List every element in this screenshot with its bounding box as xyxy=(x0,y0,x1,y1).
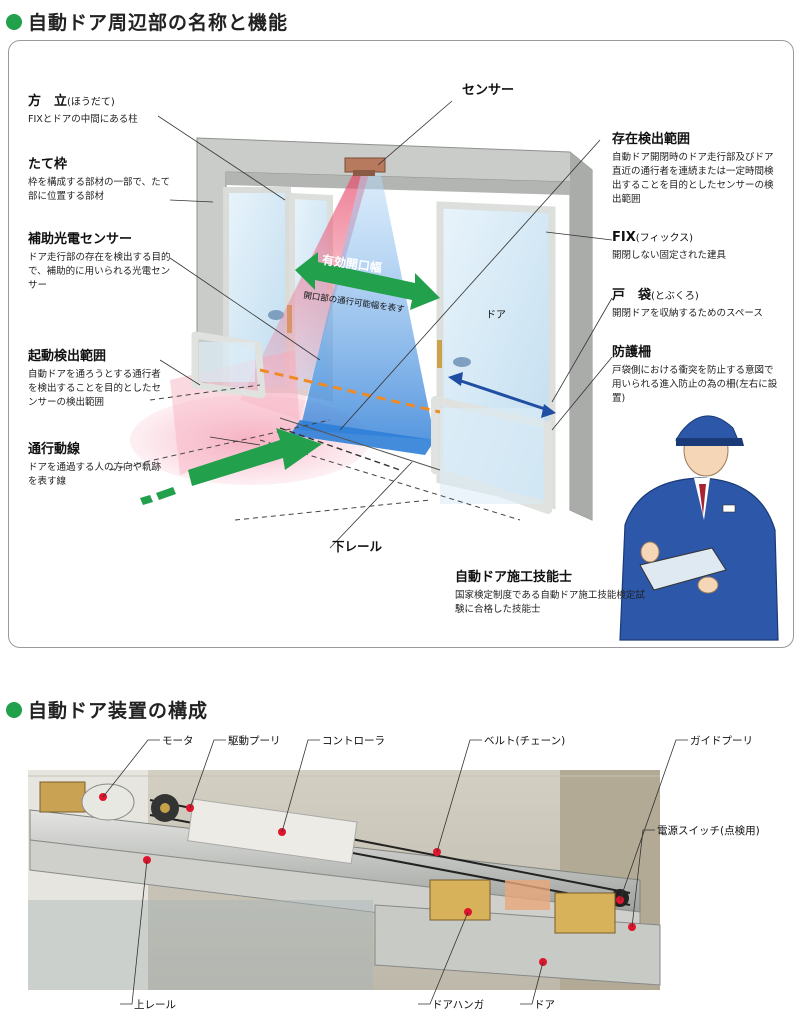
photo-leader-lines xyxy=(102,739,688,1005)
motor-unit xyxy=(39,781,135,821)
door-frame xyxy=(196,137,593,521)
bullet-icon xyxy=(6,701,22,718)
sensor-device xyxy=(344,157,386,176)
section2-header: 自動ドア装置の構成 xyxy=(6,696,208,723)
door-hanger-right xyxy=(554,892,616,934)
label-door: ドア xyxy=(486,310,506,321)
label-ginoushi: 自動ドア施工技能士 国家検定制度である自動ドア施工技能検定試験に合格した技能士 xyxy=(455,570,645,615)
label-shita-rail: 下レール xyxy=(332,539,383,554)
section2-title: 自動ドア装置の構成 xyxy=(28,700,209,722)
photo-label-belt: ベルト(チェーン) xyxy=(484,735,566,747)
label-houdate: 方 立(ほうだて) FIXとドアの中間にある柱 xyxy=(28,94,138,125)
label-sensor: センサー xyxy=(462,83,515,98)
presence-detection-beam xyxy=(300,170,435,440)
section1-header: 自動ドア周辺部の名称と機能 xyxy=(6,8,288,35)
effective-width-arrow xyxy=(295,252,440,310)
photo-label-power-switch: 電源スイッチ(点検用) xyxy=(657,825,760,837)
label-tsuukou: 通行動線 ドアを通過する人の方向や軌跡を表す線 xyxy=(28,442,162,487)
traffic-flow-arrow xyxy=(140,428,322,505)
photo-label-upper-rail: 上レール xyxy=(134,999,176,1011)
controller-box xyxy=(187,798,358,865)
leader-lines xyxy=(157,100,613,549)
technician-figure xyxy=(619,415,779,641)
label-tobukuro: 戸 袋(とぶくろ) 開閉ドアを収納するためのスペース xyxy=(612,288,763,319)
label-fix: FIX(フィックス) 開閉しない固定された建具 xyxy=(612,230,727,261)
section1-title: 自動ドア周辺部の名称と機能 xyxy=(28,12,289,34)
label-bougo: 防護柵 戸袋側における衝突を防止する意図で用いられる進入防止の為の柵(左右に設置… xyxy=(612,345,778,404)
label-hojo-sensor: 補助光電センサー ドア走行部の存在を検出する目的で、補助的に用いられる光電センサ… xyxy=(28,232,171,291)
photocell-beam xyxy=(259,368,441,414)
door-hanger-left xyxy=(429,879,491,921)
photo-label-door: ドア xyxy=(534,999,555,1011)
label-sonzai: 存在検出範囲 自動ドア開閉時のドア走行部及びドア直近の通行者を連続または一定時間… xyxy=(612,132,774,205)
door-travel-arrow xyxy=(448,372,556,418)
safety-fence-left xyxy=(191,331,266,399)
bullet-icon xyxy=(6,13,22,30)
label-tatewaku: たて枠 枠を構成する部材の一部で、たて部に位置する部材 xyxy=(28,157,171,202)
photo-label-motor: モータ xyxy=(162,735,194,747)
photo-label-pulley: 駆動プーリ xyxy=(228,735,281,747)
start-detection-beam xyxy=(240,170,370,420)
photo-label-hanger: ドアハンガ xyxy=(432,999,485,1011)
photo-label-controller: コントローラ xyxy=(322,735,385,747)
photo-label-guide-pulley: ガイドプーリ xyxy=(690,735,753,747)
label-kidou: 起動検出範囲 自動ドアを通ろうとする通行者を検出することを目的としたセンサーの検… xyxy=(28,349,162,408)
